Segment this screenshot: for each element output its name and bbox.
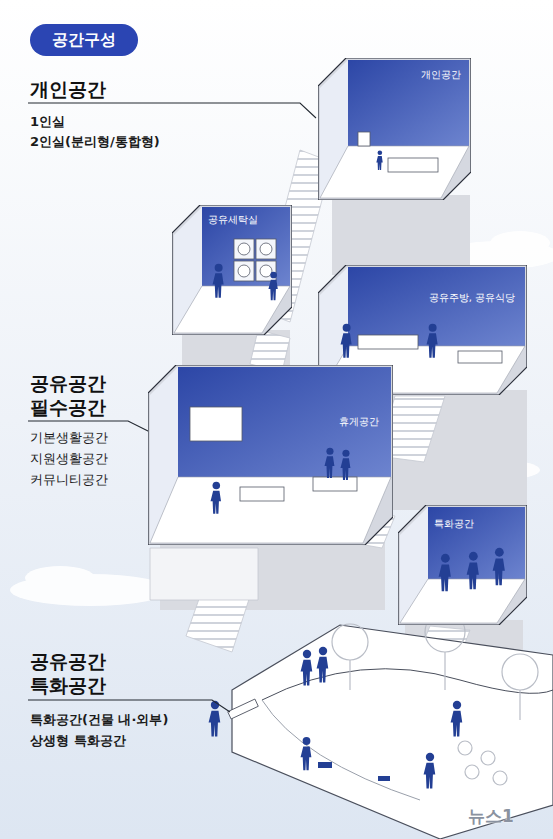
room-label: 휴게공간 xyxy=(337,415,381,429)
furniture xyxy=(458,351,502,363)
floor xyxy=(320,146,469,198)
washer-door xyxy=(238,243,250,255)
section-heading: 필수공간 xyxy=(30,396,106,419)
section-heading: 특화공간 xyxy=(30,674,106,697)
back-wall xyxy=(348,60,469,146)
room-label: 공유세탁실 xyxy=(206,213,260,227)
section-heading: 공유공간 xyxy=(30,372,106,395)
furniture xyxy=(313,477,357,491)
washer-door xyxy=(238,265,250,277)
room-type: 2인실(분리형/통합형) xyxy=(30,134,160,150)
washer xyxy=(234,239,254,259)
room-box: 개인공간 xyxy=(318,58,471,200)
room-label: 공유주방, 공유식당 xyxy=(427,291,517,305)
room-label: 특화공간 xyxy=(432,517,476,531)
furniture xyxy=(358,132,370,146)
washer xyxy=(256,239,276,259)
person-figure xyxy=(439,554,451,591)
person-figure xyxy=(493,548,505,585)
back-wall xyxy=(178,367,391,477)
person-figure xyxy=(268,272,277,301)
person-figure xyxy=(213,264,224,298)
room-outline xyxy=(318,58,471,200)
room-box: 휴게공간 xyxy=(148,365,393,545)
room-box: 특화공간 xyxy=(398,505,527,625)
person-figure xyxy=(211,482,222,514)
room-outline xyxy=(148,365,393,545)
section-heading: 개인공간 xyxy=(30,78,106,101)
furniture xyxy=(190,407,242,441)
floor xyxy=(150,477,391,543)
room-shape xyxy=(148,365,393,545)
plaza xyxy=(209,612,553,839)
room-label: 개인공간 xyxy=(419,68,463,82)
washer-door xyxy=(260,265,272,277)
furniture xyxy=(240,487,284,501)
space-item: 커뮤니티공간 xyxy=(30,472,108,488)
room-type: 1인실 xyxy=(30,114,65,130)
person-figure xyxy=(427,324,438,358)
back-wall xyxy=(348,267,525,346)
washer-door xyxy=(260,243,272,255)
room-box: 공유세탁실 xyxy=(172,205,292,335)
floor xyxy=(400,579,525,623)
space-item: 지원생활공간 xyxy=(30,451,108,467)
watermark: 뉴스1 xyxy=(468,806,514,826)
title-text: 공간구성 xyxy=(52,30,116,49)
space-item: 기본생활공간 xyxy=(30,430,108,446)
section-heading: 공유공간 xyxy=(30,650,106,673)
washer xyxy=(234,261,254,281)
person-figure xyxy=(376,150,382,170)
person-figure xyxy=(340,450,350,480)
person-figure xyxy=(467,552,479,589)
furniture xyxy=(358,335,418,349)
person-figure xyxy=(341,324,352,358)
room-outline xyxy=(398,505,527,625)
landing xyxy=(150,548,258,600)
person-figure xyxy=(324,448,334,478)
furniture xyxy=(388,158,438,172)
title-pill: 공간구성 xyxy=(30,24,138,56)
room-outline xyxy=(172,205,292,335)
space-item: 특화공간(건물 내·외부) xyxy=(30,712,168,728)
space-item: 상생형 특화공간 xyxy=(30,733,126,749)
